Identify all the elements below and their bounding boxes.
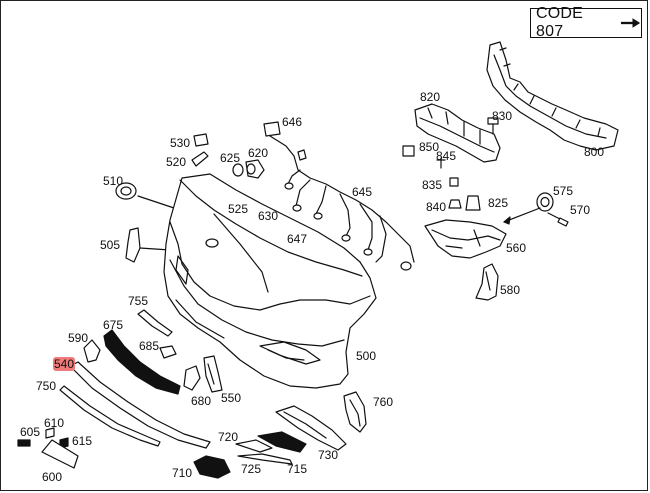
callout-580[interactable]: 580 [500,283,521,297]
code-label: CODE 807 [536,5,584,40]
part-625-sensor-ring [232,163,244,177]
part-550-bracket [203,355,223,393]
callout-525[interactable]: 525 [228,202,249,216]
part-500-bumper-cover [163,173,377,389]
part-575-grommet [536,192,554,212]
callout-505[interactable]: 505 [100,238,121,252]
callout-830[interactable]: 830 [492,109,513,123]
callout-560[interactable]: 560 [506,241,527,255]
part-675-grille [103,329,181,395]
callout-725[interactable]: 725 [241,462,262,476]
callout-730[interactable]: 730 [318,448,339,462]
callout-510[interactable]: 510 [103,174,124,188]
part-800-mounting-bracket [486,41,619,151]
callout-600[interactable]: 600 [42,470,63,484]
part-600-plate [41,439,79,469]
callout-850[interactable]: 850 [419,140,440,154]
callout-610[interactable]: 610 [44,416,65,430]
callout-647[interactable]: 647 [287,232,308,246]
callout-845[interactable]: 845 [436,149,457,163]
callout-620[interactable]: 620 [248,146,269,160]
part-570-bolt [547,212,569,227]
part-560-side-bracket [424,219,507,259]
part-755-trim-strip [137,309,173,337]
part-580-bracket [475,263,499,301]
part-750-lower-strip [59,385,161,447]
part-725-strip [237,453,293,465]
part-510-sensor-ring [115,182,137,200]
part-520-bracket [191,151,209,167]
part-760-corner-trim [343,391,367,433]
callout-685[interactable]: 685 [139,339,160,353]
callout-750[interactable]: 750 [36,379,57,393]
callout-800[interactable]: 800 [584,145,605,159]
part-530-bracket [193,133,209,147]
callout-675[interactable]: 675 [103,318,124,332]
part-710-cover [193,455,231,479]
callout-540[interactable]: 540 [53,357,76,371]
part-645-wiring-harness [263,121,415,271]
callout-520[interactable]: 520 [166,155,187,169]
part-820-upper-bracket [414,103,501,163]
callout-630[interactable]: 630 [258,209,279,223]
callout-550[interactable]: 550 [221,391,242,405]
callout-500[interactable]: 500 [356,349,377,363]
callout-820[interactable]: 820 [420,90,441,104]
part-715-grille [257,431,307,453]
callout-755[interactable]: 755 [128,294,149,308]
callout-835[interactable]: 835 [422,178,443,192]
callout-615[interactable]: 615 [72,434,93,448]
callout-645[interactable]: 645 [352,185,373,199]
part-505-side-piece [125,227,141,263]
callout-825[interactable]: 825 [488,196,509,210]
callout-720[interactable]: 720 [218,430,239,444]
code-button[interactable]: CODE 807 [530,5,642,40]
callout-760[interactable]: 760 [373,395,394,409]
callout-715[interactable]: 715 [287,462,308,476]
fasteners-605-610-615 [17,427,69,449]
callout-625[interactable]: 625 [220,151,241,165]
callout-605[interactable]: 605 [20,425,41,439]
callout-680[interactable]: 680 [191,394,212,408]
callout-710[interactable]: 710 [172,466,193,480]
callout-530[interactable]: 530 [170,136,191,150]
part-730-spoiler [275,405,347,451]
part-590-trim [83,339,101,363]
callout-840[interactable]: 840 [426,200,447,214]
part-620-sensor [245,159,265,179]
callout-575[interactable]: 575 [553,184,574,198]
part-685-bracket [159,345,177,359]
small-clips-right [402,145,481,211]
part-680-bracket [183,365,201,391]
part-830-bolt [487,117,499,135]
callout-646[interactable]: 646 [282,115,303,129]
part-720-strip [235,439,273,453]
arrow-right-icon [620,18,641,28]
callout-570[interactable]: 570 [570,203,591,217]
callout-590[interactable]: 590 [68,331,89,345]
part-540-trim-strip [69,361,211,449]
